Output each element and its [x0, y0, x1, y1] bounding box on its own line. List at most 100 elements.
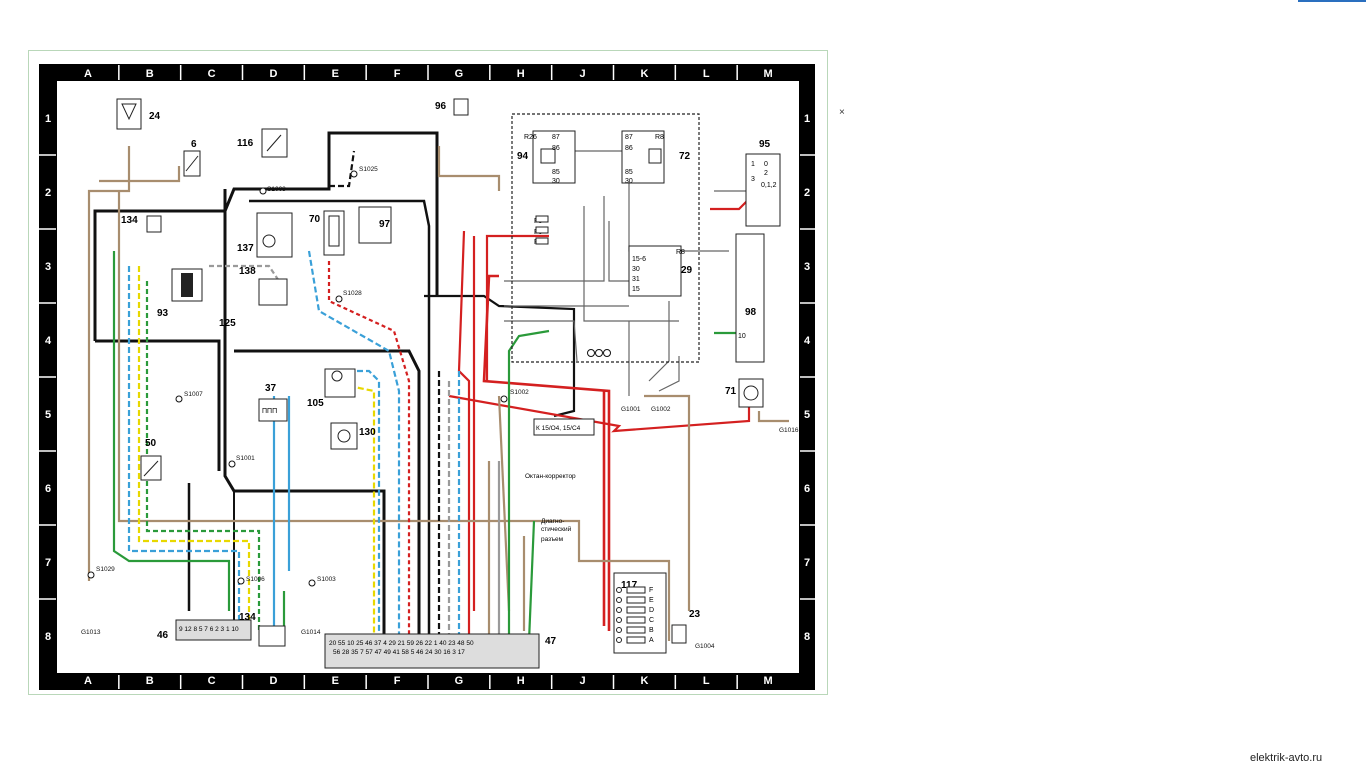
label-96: 96 [435, 101, 447, 112]
fuse-icon [535, 226, 549, 234]
ground-g1013: G1013 [81, 629, 101, 636]
coil-core-icon [181, 273, 193, 297]
label-diag-1: Диагно- [541, 518, 564, 525]
connector-117-pin-E: E [649, 597, 654, 604]
connector-circle [595, 349, 603, 357]
connector-117-pin-box [626, 616, 646, 624]
splice-dot [350, 170, 358, 178]
motor-icon [262, 234, 276, 248]
grid-row-5-right: 5 [804, 409, 810, 421]
splice-dot [87, 571, 95, 579]
ground-g1002: G1002 [651, 406, 671, 413]
grid-col-A-bottom: A [84, 675, 92, 687]
component-37 [258, 398, 288, 422]
label-105: 105 [307, 398, 324, 409]
grid-row-4-right: 4 [804, 335, 811, 347]
splice-s1006: S1006 [246, 576, 265, 583]
label-125: 125 [219, 318, 236, 329]
grid-col-H-top: H [517, 68, 525, 80]
grid-col-B-top: B [146, 68, 154, 80]
grid-col-L-top: L [703, 68, 710, 80]
connector-117-pin-circle [616, 587, 622, 593]
splice-s1028: S1028 [343, 290, 362, 297]
label-diag-3: разъем [541, 536, 564, 543]
grid-col-M-top: M [763, 68, 772, 80]
ignition-switch-95 [745, 153, 781, 227]
grid-col-F-bottom: F [394, 675, 401, 687]
fuse-icon [535, 237, 549, 245]
relay-72-87: 87 [625, 134, 633, 141]
label-130: 130 [359, 427, 376, 438]
relay-29-15-6: 15-6 [632, 256, 646, 263]
sensor-icon [331, 370, 343, 382]
switch-pos-0: 0 [764, 161, 768, 168]
connector-117-pin-box [626, 586, 646, 594]
splice-s1025: S1025 [359, 166, 378, 173]
grid-col-D-bottom: D [269, 675, 277, 687]
label-29: 29 [681, 265, 693, 276]
label-23: 23 [689, 609, 701, 620]
close-icon[interactable]: × [839, 107, 845, 118]
label-95: 95 [759, 139, 771, 150]
label-134-bottom: 134 [239, 612, 256, 623]
connector-117-pin-circle [616, 607, 622, 613]
connector-47-top: 20 55 10 25 46 37 4 29 21 59 26 22 1 40 … [329, 640, 474, 647]
top-accent-line [1298, 0, 1366, 2]
relay-94 [532, 130, 576, 184]
label-24: 24 [149, 111, 161, 122]
sensor-134-bottom [258, 625, 286, 647]
grid-row-3-left: 3 [45, 261, 51, 273]
grid-col-G-top: G [455, 68, 464, 80]
switch-pos-2: 2 [764, 170, 768, 177]
connector-117-pin-box [626, 606, 646, 614]
relay-72-86: 86 [625, 145, 633, 152]
splice-s1029: S1029 [96, 566, 115, 573]
connector-117-pin-D: D [649, 607, 654, 614]
ground-g1004: G1004 [695, 643, 715, 650]
label-octane-corrector: Октан-корректор [525, 473, 576, 480]
motor-icon [743, 385, 759, 401]
relay-94-85: 85 [552, 169, 560, 176]
component-137 [256, 212, 293, 258]
relay-94-r26: R26 [524, 134, 537, 141]
connector-117-pin-A: A [649, 637, 654, 644]
component-130 [330, 422, 358, 450]
label-116: 116 [237, 138, 254, 149]
splice-s1007: S1007 [184, 391, 203, 398]
ground-g1016: G1016 [779, 427, 799, 434]
splice-s1002: S1002 [510, 389, 529, 396]
connector-117-pin-box [626, 636, 646, 644]
grid-row-8-left: 8 [45, 631, 51, 643]
grid-col-C-bottom: C [208, 675, 216, 687]
relay-94-86: 86 [552, 145, 560, 152]
grid-row-1-right: 1 [804, 113, 810, 125]
ecu-pin-10: 10 [738, 333, 746, 340]
connector-117-pin-box [626, 596, 646, 604]
label-134-top: 134 [121, 215, 138, 226]
fuse-icon [535, 215, 549, 223]
relay-72-30: 30 [625, 178, 633, 185]
splice-dot [237, 577, 245, 585]
grid-col-J-top: J [580, 68, 586, 80]
component-138 [258, 278, 288, 306]
capacitor-icon [266, 134, 282, 152]
grid-col-E-top: E [332, 68, 339, 80]
reference-label: К 15/О4, 15/С4 [536, 425, 581, 432]
connector-47-bottom: 56 28 35 7 57 47 49 41 58 5 46 24 30 16 … [333, 649, 465, 656]
grid-col-L-bottom: L [703, 675, 710, 687]
grid-col-D-top: D [269, 68, 277, 80]
label-97: 97 [379, 219, 391, 230]
relay-94-30: 30 [552, 178, 560, 185]
grid-col-G-bottom: G [455, 675, 464, 687]
connector-46-pins: 9 12 8 5 7 6 2 3 1 10 [179, 626, 239, 633]
label-71: 71 [725, 386, 737, 397]
gauge-icon [337, 429, 351, 443]
relay-29 [628, 245, 682, 297]
reference-box [533, 418, 595, 436]
ground-g1014: G1014 [301, 629, 321, 636]
relay-72-85: 85 [625, 169, 633, 176]
grid-col-M-bottom: M [763, 675, 772, 687]
label-37: 37 [265, 383, 277, 394]
